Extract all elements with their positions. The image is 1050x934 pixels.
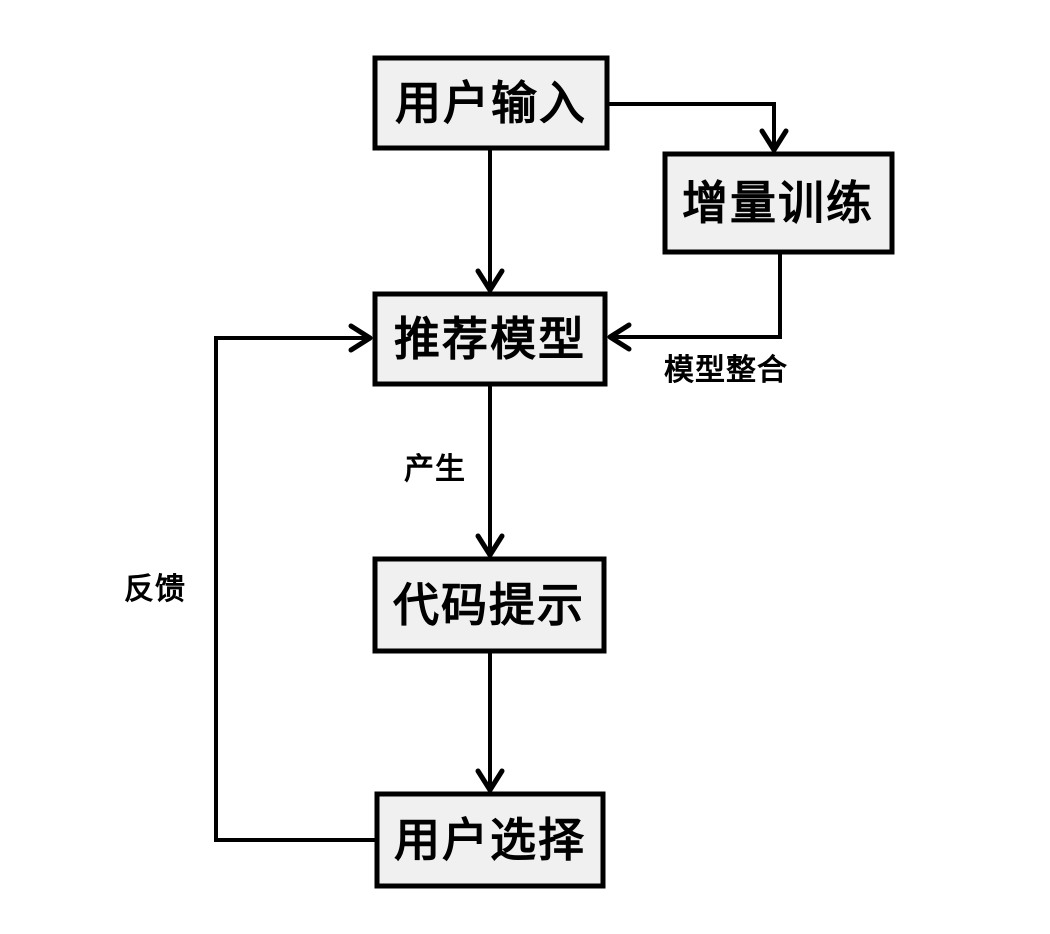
node-user-input: 用户输入	[372, 55, 610, 151]
node-code-hint-box	[372, 556, 607, 654]
edges	[214, 102, 789, 842]
edge-label-feedback: 反馈	[124, 573, 186, 606]
node-code-hint: 代码提示	[372, 556, 607, 654]
node-recommendation-model: 推荐模型	[372, 291, 608, 387]
edge-user-input-to-incremental-training	[609, 102, 789, 153]
edge-user-selection-to-recommendation-model-feedback	[214, 323, 377, 842]
node-user-selection-box	[374, 791, 606, 889]
edge-incremental-training-to-recommendation-model	[607, 254, 782, 352]
edge-labels: 模型整合 产生 反馈	[124, 353, 788, 606]
edge-label-produce: 产生	[404, 453, 466, 486]
node-user-selection: 用户选择	[374, 791, 606, 889]
node-user-input-label: 用户输入	[395, 77, 587, 129]
edge-label-model-integration: 模型整合	[664, 353, 788, 387]
node-user-input-box	[372, 55, 610, 151]
node-recommendation-model-label: 推荐模型	[394, 313, 586, 365]
node-incremental-training-box	[662, 151, 895, 255]
node-recommendation-model-box	[372, 291, 608, 387]
node-code-hint-label: 代码提示	[392, 579, 585, 631]
node-user-selection-label: 用户选择	[394, 814, 586, 866]
node-incremental-training-label: 增量训练	[682, 177, 874, 229]
node-incremental-training: 增量训练	[662, 151, 895, 255]
